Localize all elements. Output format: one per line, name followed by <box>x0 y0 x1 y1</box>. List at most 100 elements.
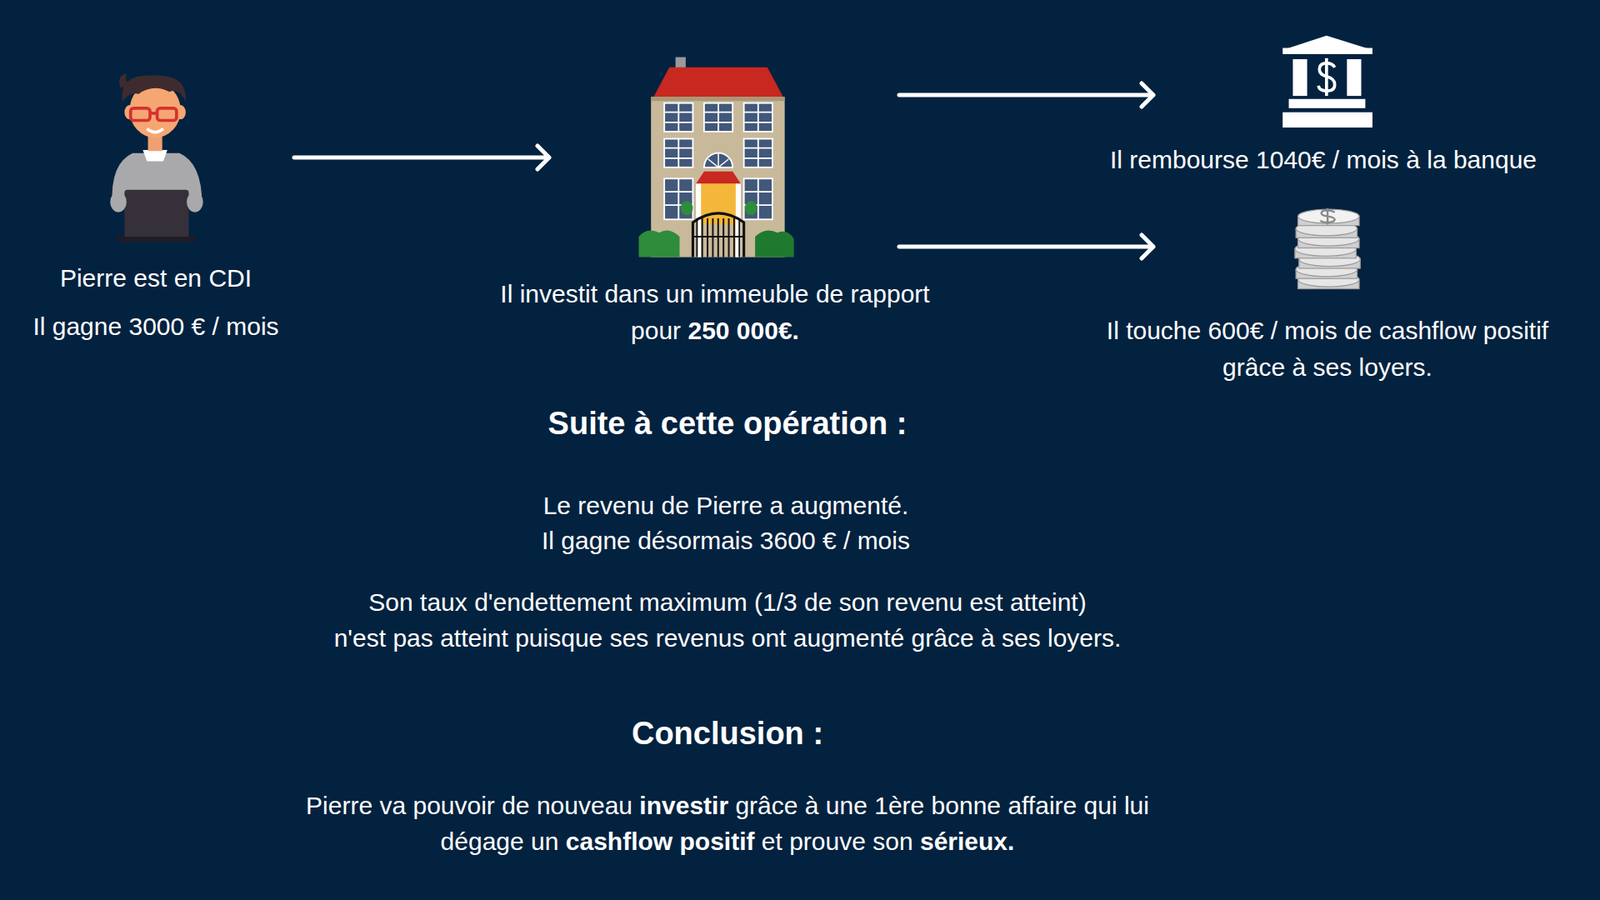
text-word: augmenté <box>793 624 912 652</box>
text-word: touche <box>1125 316 1208 345</box>
text-line: Il gagne désormais 3600 € / mois <box>541 523 910 559</box>
text-word: / <box>212 312 227 340</box>
text-word: mois <box>1346 145 1407 174</box>
text-word: prouve <box>789 827 873 855</box>
text-word: est <box>133 264 174 292</box>
text-word: taux <box>420 588 475 616</box>
text-word: 1040€ <box>1255 145 1333 174</box>
text-word: gagne <box>560 526 638 555</box>
text-word: 3000 <box>128 312 191 340</box>
text-word: atteint <box>440 624 515 652</box>
arrow-connector <box>294 145 550 170</box>
text-word: Il <box>1110 145 1130 174</box>
text-word: grâce <box>911 624 981 652</box>
text-word: désormais <box>637 526 760 555</box>
text-word: à <box>1405 145 1427 174</box>
text-word: d'endettement <box>474 588 640 616</box>
text-word: 000€. <box>736 316 800 345</box>
text-word: Pierre <box>695 491 770 520</box>
text-word: € <box>191 312 213 340</box>
text-word: revenu <box>577 491 661 520</box>
arrow-connector <box>899 83 1154 107</box>
body-text: Son taux d'endettement maximum (1/3 de s… <box>334 584 1122 656</box>
text-word: bonne <box>931 791 1009 820</box>
text-word: en <box>174 264 210 292</box>
text-word: positif <box>1483 316 1549 345</box>
text-word: va <box>379 791 413 820</box>
caption-text: Il investit dans un immeuble de rapport … <box>500 275 930 350</box>
text-line: Il touche 600€ / mois de cashflow positi… <box>1106 312 1549 350</box>
text-word: à <box>805 791 826 820</box>
text-line: Conclusion : <box>631 715 824 752</box>
text-word: Son <box>368 588 420 616</box>
text-word: ses <box>1313 353 1360 381</box>
text-word: à <box>634 405 661 441</box>
text-word: revenus <box>655 624 752 652</box>
text-word: / <box>1332 145 1347 174</box>
bank-icon <box>1282 35 1373 128</box>
text-word: dégage <box>440 827 531 855</box>
text-word: sérieux. <box>920 827 1015 855</box>
text-word: pour <box>630 316 688 345</box>
text-word: Pierre <box>305 791 380 820</box>
text-word: € <box>822 526 844 555</box>
text-word: cashflow <box>565 827 680 855</box>
text-word: pas <box>392 624 440 652</box>
text-word: Il <box>500 280 520 308</box>
arrow-connector <box>899 235 1154 259</box>
text-word: une <box>825 791 875 820</box>
text-word: de <box>804 588 840 616</box>
text-word: rembourse <box>1129 145 1256 174</box>
section-heading: Conclusion : <box>631 715 824 752</box>
text-line: Il rembourse 1040€ / mois à la banque <box>1110 141 1537 178</box>
text-word: un <box>665 280 701 308</box>
text-line: grâce à ses loyers. <box>1106 349 1549 386</box>
text-word: un <box>530 827 566 855</box>
text-word: loyers. <box>1047 624 1121 652</box>
text-word: ont <box>751 624 794 652</box>
text-word: rapport <box>850 280 930 308</box>
text-word: revenu <box>885 588 970 616</box>
text-word: investit <box>520 280 605 308</box>
text-line: Le revenu de Pierre a augmenté. <box>541 488 910 524</box>
building-illustration <box>639 57 795 258</box>
section-heading: Suite à cette opération : <box>548 405 908 442</box>
text-word: à <box>980 624 1002 652</box>
icon-group: Il touche 600€ / mois de cashflow positi… <box>1294 204 1361 291</box>
text-word: cashflow <box>1379 316 1484 345</box>
caption-text: Il gagne 3000 € / mois <box>32 308 279 345</box>
text-word: atteint) <box>1010 588 1087 616</box>
text-word: est <box>970 588 1010 616</box>
text-word: la <box>1426 145 1454 174</box>
text-word: et <box>761 827 790 855</box>
text-word: grâce <box>1222 353 1292 381</box>
icon-group: Pierre est en CDIIl gagne 3000 € / mois <box>108 73 205 244</box>
text-word: Suite <box>548 405 635 441</box>
text-word: de <box>815 280 851 308</box>
text-word: cette <box>660 405 744 441</box>
text-word: Il <box>541 526 561 555</box>
text-word: lui <box>1124 791 1150 820</box>
text-word: 3600 <box>760 526 823 555</box>
text-word: mois <box>225 312 279 340</box>
text-word: investir <box>639 791 735 820</box>
text-word: dans <box>604 280 665 308</box>
text-word: Conclusion <box>631 715 813 751</box>
text-word: qui <box>1084 791 1125 820</box>
text-word: CDI <box>208 264 252 292</box>
text-word: immeuble <box>700 280 816 308</box>
text-word: 1ère <box>874 791 931 820</box>
text-line: Pierre est en CDI <box>60 260 252 296</box>
text-word: / <box>843 526 858 555</box>
text-word: Pierre <box>60 264 134 292</box>
text-word: pouvoir <box>412 791 502 820</box>
text-line: Suite à cette opération : <box>548 405 908 442</box>
text-word: gagne <box>52 312 130 340</box>
text-word: grâce <box>735 791 805 820</box>
text-line: Il investit dans un immeuble de rapport <box>500 275 930 313</box>
text-word: banque <box>1453 145 1537 174</box>
text-line: Pierre va pouvoir de nouveau investir gr… <box>305 787 1150 824</box>
caption-text: Pierre est en CDI <box>60 260 252 296</box>
text-word: n'est <box>334 624 394 652</box>
